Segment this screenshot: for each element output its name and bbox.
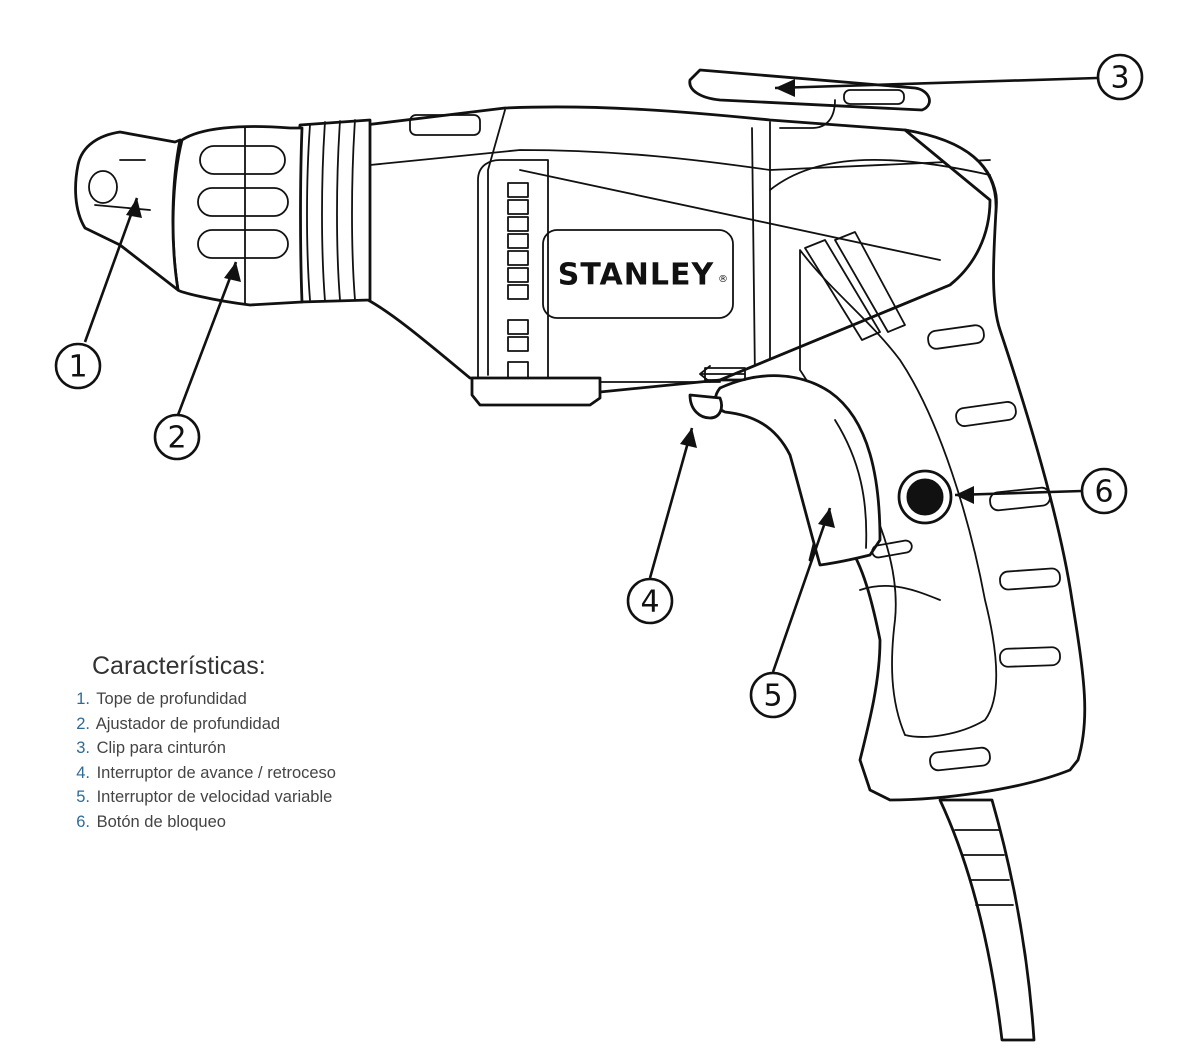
feature-item: 3. Clip para cinturón bbox=[70, 736, 490, 761]
feature-label: Botón de bloqueo bbox=[96, 812, 226, 831]
arrow-head-4 bbox=[680, 428, 697, 448]
leader-3 bbox=[774, 76, 1098, 90]
svg-text:4: 4 bbox=[640, 585, 659, 620]
feature-number: 6. bbox=[76, 812, 90, 831]
arrow-head-6 bbox=[955, 486, 974, 504]
leader-5 bbox=[771, 507, 832, 673]
callout-4: 4 bbox=[626, 577, 674, 625]
brand-name: STANLEY bbox=[558, 258, 715, 293]
chuck-collar bbox=[294, 118, 372, 304]
features-list: 1. Tope de profundidad 2. Ajustador de p… bbox=[70, 687, 490, 834]
feature-number: 1. bbox=[76, 690, 90, 708]
feature-item: 1. Tope de profundidad bbox=[70, 687, 490, 712]
feature-item: 5. Interruptor de velocidad variable bbox=[70, 785, 490, 810]
arrow-head-1 bbox=[126, 198, 142, 218]
depth-stop bbox=[74, 130, 182, 292]
leader-2 bbox=[176, 261, 238, 416]
leader-lines bbox=[83, 76, 1098, 673]
callout-6: 6 bbox=[1080, 467, 1128, 515]
callout-5: 5 bbox=[749, 671, 797, 719]
trigger bbox=[714, 374, 913, 567]
svg-text:1: 1 bbox=[68, 350, 87, 385]
lock-button bbox=[897, 469, 953, 525]
feature-item: 2. Ajustador de profundidad bbox=[70, 712, 490, 737]
feature-item: 4. Interruptor de avance / retroceso bbox=[70, 761, 490, 786]
features-legend: Características: 1. Tope de profundidad … bbox=[70, 652, 490, 834]
feature-item: 6. Botón de bloqueo bbox=[70, 810, 490, 835]
feature-label: Interruptor de avance / retroceso bbox=[96, 763, 336, 782]
feature-label: Tope de profundidad bbox=[96, 690, 247, 708]
arrow-head-2 bbox=[224, 262, 241, 282]
leader-4 bbox=[648, 427, 694, 579]
belt-clip bbox=[688, 68, 931, 129]
feature-number: 4. bbox=[76, 763, 90, 782]
svg-text:5: 5 bbox=[763, 679, 782, 714]
callout-1: 1 bbox=[54, 342, 102, 390]
feature-label: Ajustador de profundidad bbox=[95, 714, 281, 733]
feature-number: 5. bbox=[76, 788, 90, 806]
power-cord bbox=[938, 798, 1036, 1042]
feature-label: Clip para cinturón bbox=[96, 739, 226, 757]
svg-text:6: 6 bbox=[1094, 475, 1113, 510]
arrow-head-5 bbox=[818, 508, 835, 528]
callout-3: 3 bbox=[1096, 53, 1144, 101]
brand-registered-mark: ® bbox=[718, 274, 728, 285]
callout-2: 2 bbox=[153, 413, 201, 461]
brand-plate: STANLEY ® bbox=[542, 229, 734, 319]
features-heading: Características: bbox=[92, 652, 266, 680]
leader-6 bbox=[954, 489, 1083, 497]
leader-1 bbox=[83, 197, 139, 343]
feature-number: 3. bbox=[76, 739, 90, 757]
vent-slots bbox=[507, 182, 529, 381]
svg-text:3: 3 bbox=[1110, 61, 1129, 96]
feature-number: 2. bbox=[76, 714, 90, 733]
feature-label: Interruptor de velocidad variable bbox=[96, 788, 333, 806]
forward-reverse-switch bbox=[688, 365, 746, 420]
arrow-head-3 bbox=[775, 79, 795, 97]
svg-text:2: 2 bbox=[167, 421, 186, 456]
